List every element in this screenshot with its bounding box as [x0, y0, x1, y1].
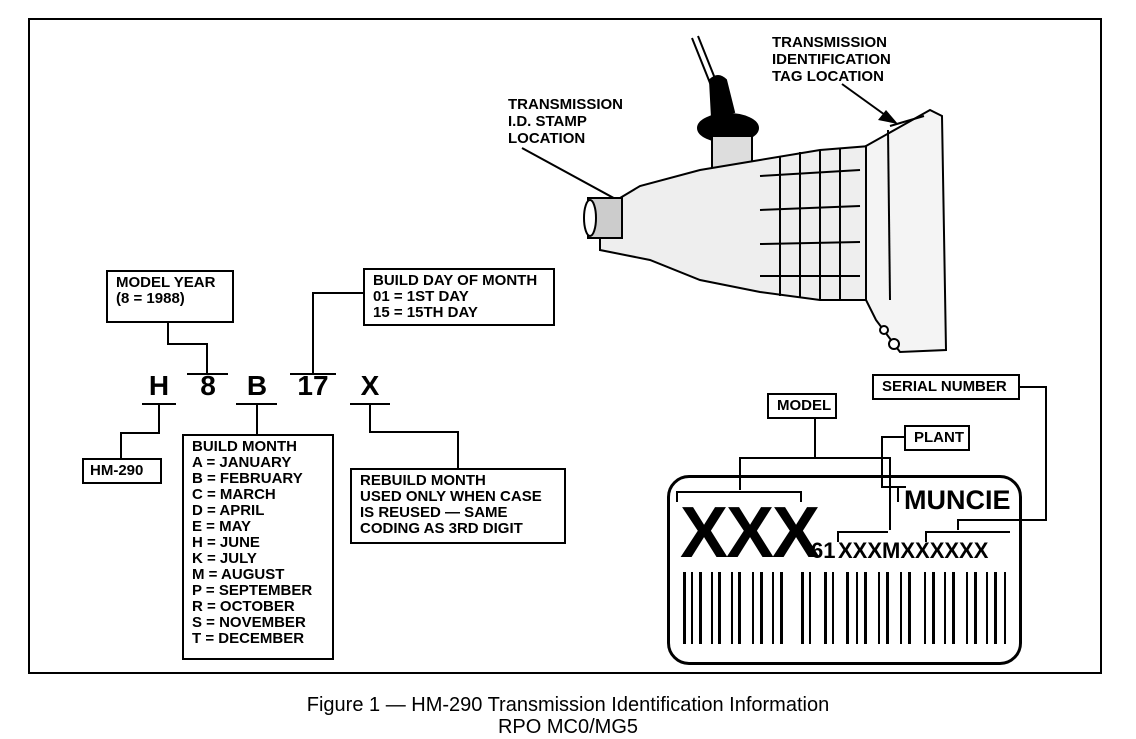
- figure-caption-rpo: RPO MC0/MG5: [497, 716, 639, 738]
- model-box: MODEL: [767, 393, 837, 419]
- serial-number-box: SERIAL NUMBER: [872, 374, 1020, 400]
- code-char-2: 8: [200, 370, 216, 401]
- code-char-1: H: [148, 370, 170, 401]
- build-month-box: BUILD MONTH A = JANUARY B = FEBRUARY C =…: [182, 434, 334, 660]
- diagram-frame: [28, 18, 1102, 674]
- tag-number-body: XXXMXXXXXX: [838, 538, 989, 563]
- tag-number-prefix: 61: [811, 538, 836, 563]
- transmission-illustration: [583, 35, 948, 354]
- barcode: [683, 572, 1006, 644]
- hm290-box: HM-290: [82, 458, 162, 484]
- code-char-4: 17: [297, 370, 329, 401]
- tag-model-code: XXX: [680, 493, 820, 573]
- rebuild-month-box: REBUILD MONTH USED ONLY WHEN CASE IS REU…: [350, 468, 566, 544]
- model-year-box: MODEL YEAR (8 = 1988): [106, 270, 234, 323]
- code-char-3: B: [246, 370, 268, 401]
- identification-tag: [667, 475, 1022, 665]
- plant-box: PLANT: [904, 425, 970, 451]
- tag-location-callout: TRANSMISSION IDENTIFICATION TAG LOCATION: [772, 34, 891, 85]
- code-char-5: X: [360, 370, 380, 401]
- stamp-location-callout: TRANSMISSION I.D. STAMP LOCATION: [508, 96, 624, 147]
- tag-plant-name: MUNCIE: [904, 485, 1011, 515]
- build-day-box: BUILD DAY OF MONTH 01 = 1ST DAY 15 = 15T…: [363, 268, 555, 326]
- figure-caption: Figure 1 — HM-290 Transmission Identific…: [306, 694, 830, 716]
